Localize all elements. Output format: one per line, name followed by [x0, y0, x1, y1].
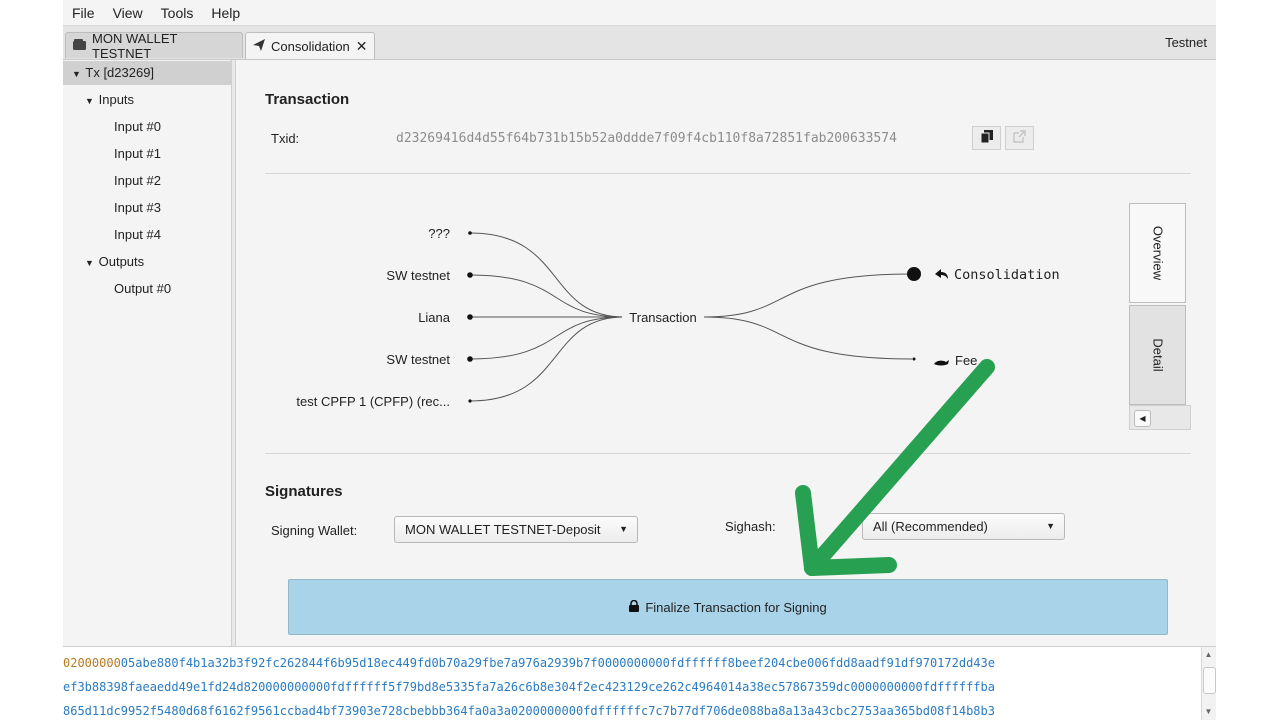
send-icon [253, 38, 265, 54]
input-link-0 [469, 232, 625, 318]
tree-item-input-2[interactable]: Input #2 [114, 173, 161, 188]
close-icon[interactable]: ✕ [355, 37, 368, 54]
fee-icon [934, 360, 949, 366]
tree-item-label: Inputs [98, 92, 135, 107]
input-dot-4 [468, 399, 472, 403]
sighash-select[interactable]: All (Recommended) ▼ [862, 513, 1065, 540]
signing-wallet-value: MON WALLET TESTNET-Deposit [405, 522, 601, 537]
external-link-icon [1013, 130, 1026, 146]
tab-detail-label: Detail [1150, 338, 1165, 372]
input-link-4 [469, 316, 625, 402]
transaction-flow-diagram: ??? SW testnet Liana SW testnet test CPF… [296, 226, 1060, 409]
input-dot-3 [467, 356, 473, 362]
divider [265, 453, 1191, 454]
scroll-left-icon[interactable]: ◀ [1134, 410, 1151, 427]
tree-item-input-4[interactable]: Input #4 [114, 227, 161, 242]
split-divider[interactable] [232, 60, 236, 646]
input-label-0: ??? [428, 226, 450, 241]
tree-item-input-0[interactable]: Input #0 [114, 119, 161, 134]
tree-item-input-1[interactable]: Input #1 [114, 146, 161, 161]
app-window: File View Tools Help MON WALLET TESTNET … [63, 0, 1216, 720]
transaction-panel: Transaction Txid: d23269416d4d55f64b731b… [236, 60, 1216, 646]
input-dot-2 [467, 314, 473, 320]
tree-item-output-0[interactable]: Output #0 [114, 281, 172, 296]
input-dot-1 [467, 272, 473, 278]
input-link-3 [469, 316, 625, 360]
tab-wallet-label: MON WALLET TESTNET [92, 30, 178, 61]
output-dot-0 [907, 267, 921, 281]
input-link-1 [469, 274, 625, 318]
tab-scroll: ◀ [1129, 405, 1191, 430]
output-link-1 [703, 316, 913, 360]
input-dot-0 [468, 231, 472, 235]
output-link-0 [703, 273, 913, 318]
divider [265, 173, 1191, 174]
network-label: Testnet [1165, 35, 1207, 50]
hex-line-1-text: 05abe880f4b1a32b3f92fc262844f6b95d18ec44… [120, 656, 995, 670]
hex-line-1: 0200000005abe880f4b1a32b3f92fc262844f6b9… [63, 656, 995, 670]
finalize-button[interactable]: Finalize Transaction for Signing [288, 579, 1168, 635]
wallet-icon [73, 38, 86, 53]
copy-txid-button[interactable] [972, 126, 1001, 150]
chevron-down-icon: ▼ [1046, 521, 1055, 531]
sighash-value: All (Recommended) [873, 519, 988, 534]
menu-file[interactable]: File [72, 4, 95, 21]
tx-tree: ▼ Tx [d23269] ▼ Inputs Input #0 Input #1… [63, 60, 240, 646]
fee-label: Fee [955, 353, 977, 368]
copy-icon [980, 130, 993, 146]
input-label-4: test CPFP 1 (CPFP) (rec... [296, 394, 450, 409]
scroll-down-icon[interactable]: ▼ [1204, 707, 1213, 716]
open-explorer-button[interactable] [1005, 126, 1034, 150]
tab-bar: MON WALLET TESTNET Consolidation ✕ Testn… [63, 26, 1216, 61]
hex-version: 02000000 [63, 656, 121, 670]
menu-help[interactable]: Help [211, 4, 241, 21]
menu-tools[interactable]: Tools [160, 4, 194, 21]
tab-consolidation[interactable]: Consolidation ✕ [245, 32, 375, 59]
transaction-heading: Transaction [265, 91, 350, 108]
consolidation-label: Consolidation [954, 267, 1060, 283]
tree-item-outputs[interactable]: ▼ Outputs [63, 250, 144, 274]
signing-wallet-select[interactable]: MON WALLET TESTNET-Deposit ▼ [394, 516, 638, 543]
hex-view[interactable]: 0200000005abe880f4b1a32b3f92fc262844f6b9… [63, 646, 1216, 720]
input-label-1: SW testnet [386, 268, 450, 283]
scroll-up-icon[interactable]: ▲ [1204, 650, 1213, 659]
finalize-label: Finalize Transaction for Signing [645, 599, 827, 615]
hex-line-2: ef3b88398faeaedd49e1fd24d820000000000fdf… [63, 680, 995, 694]
signing-wallet-label: Signing Wallet: [271, 523, 358, 538]
txid-label: Txid: [271, 131, 300, 146]
chevron-down-icon: ▼ [619, 524, 628, 534]
tree-item-tx[interactable]: ▼ Tx [d23269] [63, 61, 240, 85]
tree-item-input-3[interactable]: Input #3 [114, 200, 161, 215]
sighash-label: Sighash: [725, 519, 776, 534]
tab-wallet[interactable]: MON WALLET TESTNET [65, 30, 243, 61]
consolidation-icon [935, 269, 948, 279]
menu-bar: File View Tools Help [63, 0, 1216, 26]
output-dot-1 [912, 357, 916, 361]
expand-icon: ▼ [85, 96, 94, 106]
lock-icon [629, 599, 640, 615]
tree-item-inputs[interactable]: ▼ Inputs [63, 88, 134, 112]
hex-line-3: 865d11dc9952f5480d68f6162f9561ccbad4bf73… [63, 704, 995, 718]
input-label-3: SW testnet [386, 352, 450, 367]
expand-icon: ▼ [72, 69, 81, 79]
expand-icon: ▼ [85, 258, 94, 268]
tree-item-label: Tx [d23269] [85, 65, 155, 80]
menu-view[interactable]: View [112, 4, 143, 21]
transaction-node-label: Transaction [629, 310, 696, 325]
input-label-2: Liana [418, 310, 451, 325]
signatures-heading: Signatures [265, 483, 343, 500]
tab-consolidation-label: Consolidation [271, 38, 350, 54]
tab-overview[interactable]: Overview [1129, 203, 1186, 303]
txid-value[interactable]: d23269416d4d55f64b731b15b52a0ddde7f09f4c… [396, 131, 897, 146]
tab-overview-label: Overview [1150, 225, 1165, 281]
scroll-thumb[interactable] [1203, 667, 1216, 694]
tab-detail[interactable]: Detail [1129, 305, 1186, 405]
tree-item-label: Outputs [98, 254, 145, 269]
hex-scrollbar[interactable]: ▲ ▼ [1201, 647, 1216, 720]
